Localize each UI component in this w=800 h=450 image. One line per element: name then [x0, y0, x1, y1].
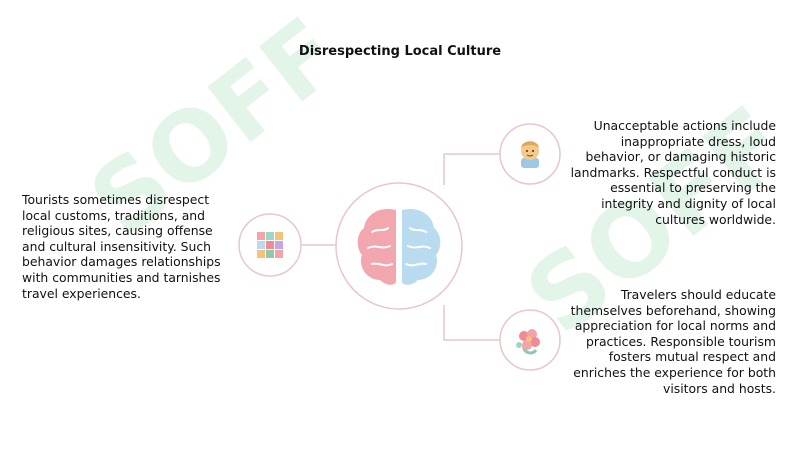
brain-icon	[357, 208, 441, 285]
top-right-node	[499, 123, 561, 185]
flower-icon	[516, 329, 540, 355]
connector-top-right	[443, 153, 500, 185]
left-node	[238, 213, 302, 277]
text-bottom-right: Travelers should educate themselves befo…	[570, 287, 776, 396]
text-left: Tourists sometimes disrespect local cust…	[22, 192, 221, 301]
center-node	[335, 182, 463, 310]
text-top-right: Unacceptable actions include inappropria…	[570, 118, 776, 227]
page-title: Disrespecting Local Culture	[298, 44, 502, 59]
connector-bottom-right	[443, 305, 500, 341]
person-face-icon	[521, 141, 539, 168]
bottom-right-node	[499, 309, 561, 371]
mosaic-tiles-icon	[257, 232, 283, 258]
